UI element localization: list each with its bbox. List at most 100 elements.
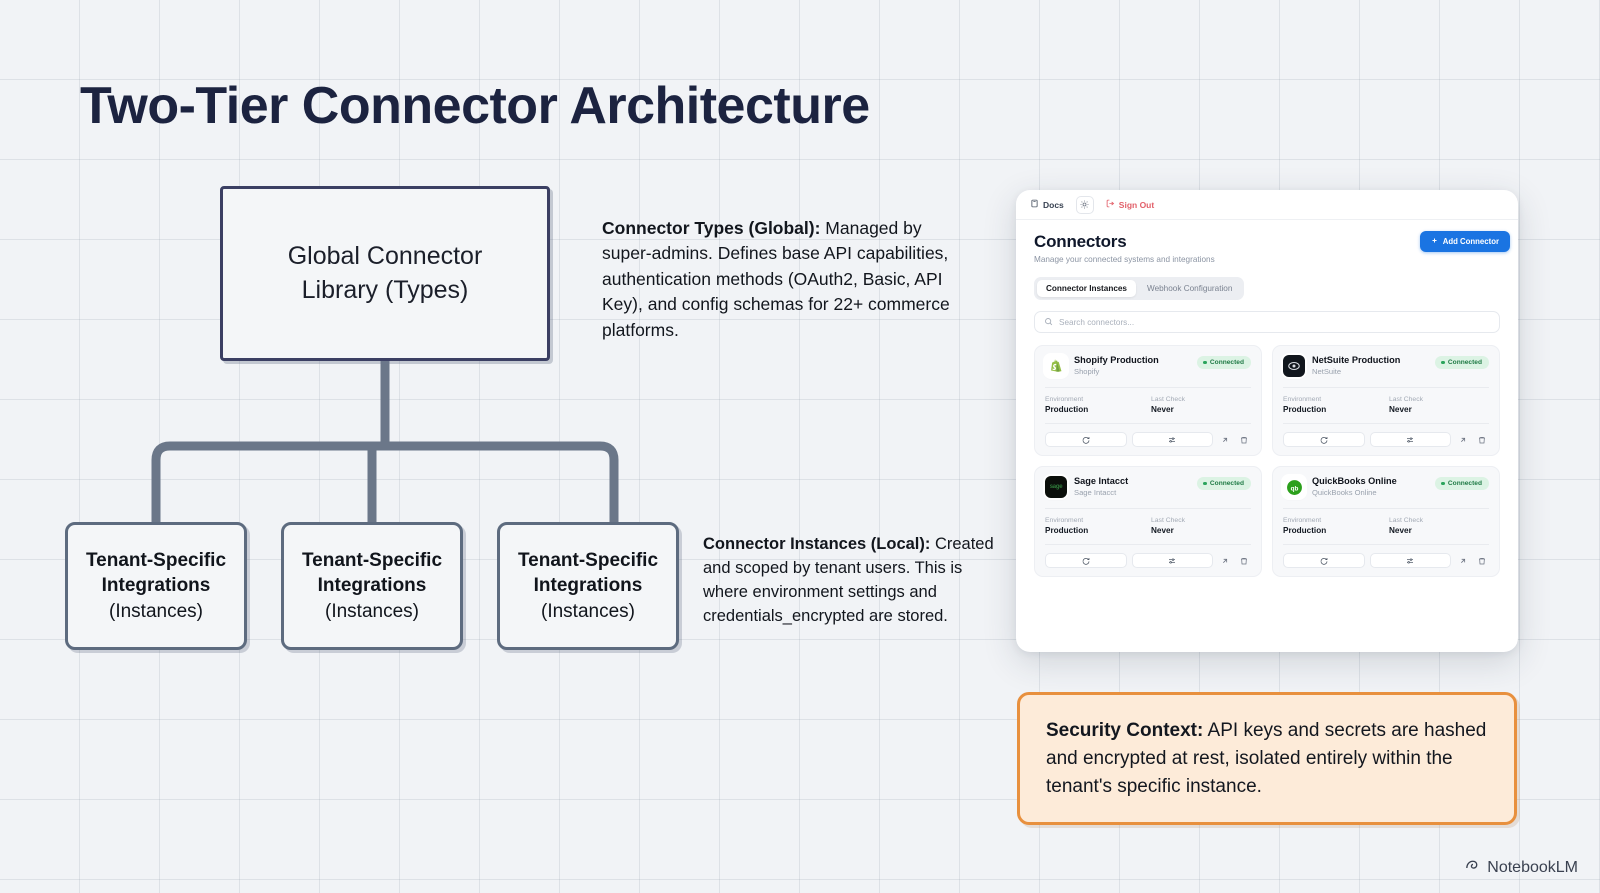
connector-vendor: QuickBooks Online bbox=[1312, 488, 1377, 497]
last-check-value: Never bbox=[1151, 405, 1174, 414]
trash-icon bbox=[1240, 552, 1248, 570]
logout-icon bbox=[1106, 199, 1115, 210]
leaf-1-line2: Integrations bbox=[101, 575, 211, 597]
connector-vendor: NetSuite bbox=[1312, 367, 1342, 376]
status-label: Connected bbox=[1209, 480, 1244, 487]
card-actions bbox=[1283, 423, 1489, 447]
trash-icon bbox=[1478, 431, 1486, 449]
environment-label: Environment bbox=[1283, 396, 1322, 403]
leaf-2-line2: Integrations bbox=[317, 575, 427, 597]
environment-label: Environment bbox=[1283, 517, 1322, 524]
open-external-button[interactable] bbox=[1456, 432, 1470, 447]
card-meta: Environment Production Last Check Never bbox=[1045, 387, 1251, 414]
card-meta: Environment Production Last Check Never bbox=[1045, 508, 1251, 535]
delete-button[interactable] bbox=[1237, 553, 1251, 568]
card-actions bbox=[1045, 544, 1251, 568]
card-header: qb QuickBooks Online QuickBooks Online C… bbox=[1283, 476, 1489, 498]
tab-connector-instances[interactable]: Connector Instances bbox=[1037, 280, 1136, 297]
connector-cards-grid: Shopify Production Shopify Connected Env… bbox=[1034, 345, 1500, 577]
connector-name: QuickBooks Online bbox=[1312, 476, 1397, 486]
tab-webhook-configuration[interactable]: Webhook Configuration bbox=[1146, 284, 1233, 293]
leaf-1-line1: Tenant-Specific bbox=[85, 549, 227, 571]
notebooklm-label: NotebookLM bbox=[1487, 859, 1578, 876]
add-connector-button[interactable]: Add Connector bbox=[1419, 231, 1510, 252]
search-connectors-input[interactable]: Search connectors... bbox=[1034, 311, 1500, 333]
external-link-icon bbox=[1459, 431, 1467, 449]
configure-button[interactable] bbox=[1369, 552, 1451, 570]
status-badge: Connected bbox=[1197, 477, 1251, 490]
sign-out-button[interactable]: Sign Out bbox=[1106, 199, 1154, 210]
notebooklm-logo-icon bbox=[1464, 857, 1481, 879]
status-badge: Connected bbox=[1197, 356, 1251, 369]
sync-button[interactable] bbox=[1045, 553, 1127, 568]
card-meta: Environment Production Last Check Never bbox=[1283, 508, 1489, 535]
environment-value: Production bbox=[1045, 526, 1089, 535]
delete-button[interactable] bbox=[1237, 432, 1251, 447]
connector-name: Sage Intacct bbox=[1074, 476, 1129, 486]
card-titles: Sage Intacct Sage Intacct bbox=[1074, 476, 1190, 497]
search-icon bbox=[1044, 313, 1053, 331]
search-placeholder: Search connectors... bbox=[1059, 317, 1135, 327]
settings-sliders-icon bbox=[1168, 552, 1176, 570]
open-external-button[interactable] bbox=[1218, 432, 1232, 447]
environment-value: Production bbox=[1045, 405, 1089, 414]
environment-label: Environment bbox=[1045, 517, 1084, 524]
connector-name: Shopify Production bbox=[1074, 355, 1159, 365]
leaf-3-line3: (Instances) bbox=[541, 600, 635, 622]
security-lead: Security Context: bbox=[1046, 720, 1204, 741]
architecture-diagram: Global Connector Library (Types) Tenant-… bbox=[65, 186, 679, 650]
card-header: NetSuite Production NetSuite Connected bbox=[1283, 355, 1489, 377]
annotation-types-lead: Connector Types (Global): bbox=[602, 218, 821, 238]
annotation-connector-types: Connector Types (Global): Managed by sup… bbox=[602, 216, 957, 343]
leaf-2-line3: (Instances) bbox=[325, 600, 419, 622]
sync-button[interactable] bbox=[1283, 432, 1365, 447]
connector-card-quickbooks-online[interactable]: qb QuickBooks Online QuickBooks Online C… bbox=[1272, 466, 1500, 577]
sync-button[interactable] bbox=[1283, 553, 1365, 568]
status-dot-icon bbox=[1441, 481, 1445, 486]
open-external-button[interactable] bbox=[1218, 553, 1232, 568]
sage-logo-icon: sage bbox=[1045, 476, 1067, 498]
environment-label: Environment bbox=[1045, 396, 1084, 403]
delete-button[interactable] bbox=[1475, 553, 1489, 568]
leaf-2-line1: Tenant-Specific bbox=[301, 549, 443, 571]
card-titles: NetSuite Production NetSuite bbox=[1312, 355, 1428, 376]
sync-icon bbox=[1320, 431, 1328, 449]
last-check-value: Never bbox=[1151, 526, 1174, 535]
configure-button[interactable] bbox=[1131, 432, 1213, 447]
environment-value: Production bbox=[1283, 405, 1327, 414]
diagram-connector-lines bbox=[151, 361, 619, 522]
svg-text:qb: qb bbox=[1290, 485, 1298, 492]
annotation-types-body: Managed by super-admins. Defines base AP… bbox=[602, 218, 950, 340]
notebooklm-brand: NotebookLM bbox=[1464, 857, 1578, 879]
configure-button[interactable] bbox=[1369, 432, 1451, 447]
annotation-instances-body: Created and scoped by tenant users. This… bbox=[703, 535, 994, 625]
node-global-connector-library: Global Connector Library (Types) bbox=[220, 186, 550, 361]
last-check-label: Last Check bbox=[1389, 396, 1424, 403]
last-check-value: Never bbox=[1389, 526, 1412, 535]
settings-sliders-icon bbox=[1406, 552, 1414, 570]
connector-card-shopify[interactable]: Shopify Production Shopify Connected Env… bbox=[1034, 345, 1262, 456]
connector-card-netsuite[interactable]: NetSuite Production NetSuite Connected E… bbox=[1272, 345, 1500, 456]
configure-button[interactable] bbox=[1131, 552, 1213, 570]
delete-button[interactable] bbox=[1475, 432, 1489, 447]
status-label: Connected bbox=[1447, 480, 1482, 487]
connector-card-sage-intacct[interactable]: sage Sage Intacct Sage Intacct Connected… bbox=[1034, 466, 1262, 577]
sun-icon bbox=[1080, 196, 1089, 214]
docs-link[interactable]: Docs bbox=[1030, 199, 1064, 210]
trash-icon bbox=[1478, 552, 1486, 570]
leaf-1-line3: (Instances) bbox=[109, 600, 203, 622]
external-link-icon bbox=[1221, 431, 1229, 449]
connector-vendor: Shopify bbox=[1074, 367, 1100, 376]
sync-button[interactable] bbox=[1045, 432, 1127, 447]
connector-tabs: Connector Instances Webhook Configuratio… bbox=[1034, 277, 1245, 300]
card-actions bbox=[1045, 423, 1251, 447]
connectors-app-screenshot: Docs Sign Out Co bbox=[1016, 190, 1518, 652]
open-external-button[interactable] bbox=[1456, 553, 1470, 568]
external-link-icon bbox=[1221, 552, 1229, 570]
connector-vendor: Sage Intacct bbox=[1074, 488, 1117, 497]
node-root-line1: Global Connector bbox=[287, 241, 483, 270]
node-tenant-instance-2: Tenant-Specific Integrations (Instances) bbox=[281, 522, 463, 650]
theme-toggle-button[interactable] bbox=[1075, 195, 1094, 214]
book-icon bbox=[1030, 199, 1039, 210]
last-check-label: Last Check bbox=[1151, 396, 1186, 403]
